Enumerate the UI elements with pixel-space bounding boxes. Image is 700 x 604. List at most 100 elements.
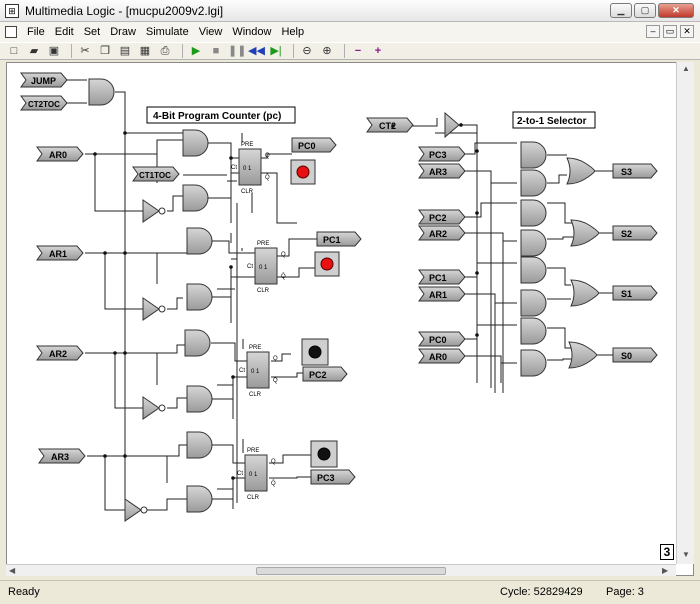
inverters[interactable] [124, 111, 460, 522]
pin-out-s2[interactable]: S2 [612, 225, 658, 241]
open-folder-icon[interactable]: ▰ [29, 44, 39, 57]
zoom-in-icon[interactable]: ⊕ [322, 44, 332, 57]
and-gate[interactable] [186, 485, 213, 513]
pin-ct1toc[interactable]: CT1TOC [132, 166, 180, 182]
buffer[interactable] [444, 111, 460, 139]
led-pc2[interactable] [301, 338, 329, 366]
menu-window[interactable]: Window [232, 26, 272, 38]
pin-ar2[interactable]: AR2 [36, 345, 84, 361]
pin-ct2toc[interactable]: CT2TOC [20, 95, 68, 111]
and-gate[interactable] [520, 256, 547, 284]
led-pc3[interactable] [310, 440, 338, 468]
copy-icon[interactable]: ❐ [100, 44, 110, 57]
scroll-up-icon[interactable]: ▲ [682, 64, 690, 73]
pin-pc2[interactable]: PC2 [418, 209, 466, 225]
menu-set[interactable]: Set [83, 26, 101, 38]
pin-out-s0[interactable]: S0 [612, 347, 658, 363]
or-gate[interactable] [570, 219, 600, 247]
and-gate[interactable] [88, 78, 115, 106]
rewind-icon[interactable]: ◀◀ [248, 44, 265, 57]
vertical-scrollbar[interactable]: ▲ ▼ [676, 62, 694, 564]
pin-jump[interactable]: JUMP [20, 72, 68, 88]
inverter[interactable] [142, 297, 166, 321]
pin-pc1[interactable]: PC1 [418, 269, 466, 285]
pin-ar3[interactable]: AR3 [38, 448, 86, 464]
horizontal-scrollbar[interactable]: ◀ ▶ [6, 564, 676, 576]
led-pc0[interactable] [290, 159, 316, 185]
zoom-out-icon[interactable]: ⊖ [302, 44, 312, 57]
pin-pc0[interactable]: PC0 [418, 331, 466, 347]
flip-flop[interactable]: PRE CLR Ct 0 1 Q Q̄ [231, 142, 270, 195]
pin-ar0-sel[interactable]: AR0 [418, 348, 466, 364]
and-gate[interactable] [182, 184, 209, 212]
and-gate[interactable] [186, 283, 213, 311]
or-gate[interactable] [570, 279, 600, 307]
pin-ar1[interactable]: AR1 [36, 245, 84, 261]
pin-ar1-sel[interactable]: AR1 [418, 286, 466, 302]
cut-icon[interactable]: ✂ [80, 44, 90, 57]
print-icon[interactable]: ⎙ [160, 44, 170, 57]
pin-out-pc2[interactable]: PC2 [302, 366, 348, 382]
save-icon[interactable]: ▣ [48, 44, 60, 57]
and-gate[interactable] [520, 199, 547, 227]
and-gate[interactable] [520, 141, 547, 169]
doc-restore-button[interactable]: ▭ [663, 25, 677, 38]
minus-icon[interactable]: − [354, 44, 362, 57]
pin-ar0[interactable]: AR0 [36, 146, 84, 162]
and-gate[interactable] [520, 289, 547, 317]
pin-out-s3[interactable]: S3 [612, 163, 658, 179]
and-gate[interactable] [182, 129, 209, 157]
inverter[interactable] [142, 199, 166, 223]
doc-minimize-button[interactable]: – [646, 25, 660, 38]
select-icon[interactable]: ▦ [139, 44, 151, 57]
step-icon[interactable]: ▶| [270, 44, 282, 57]
pin-out-s1[interactable]: S1 [612, 285, 658, 301]
and-gate[interactable] [520, 349, 547, 377]
stop-icon[interactable]: ■ [212, 44, 220, 57]
or-gates[interactable] [566, 157, 600, 369]
and-gate[interactable] [520, 317, 547, 345]
menu-edit[interactable]: Edit [54, 26, 74, 38]
menu-help[interactable]: Help [281, 26, 305, 38]
pin-ar3-sel[interactable]: AR3 [418, 163, 466, 179]
flip-flop[interactable]: PRE CLR Ct 0 1 Q Q̄ [247, 241, 286, 294]
or-gate[interactable] [566, 157, 596, 185]
flip-flop[interactable]: PRE CLR Ct 0 1 Q Q̄ [237, 448, 276, 501]
menu-file[interactable]: File [27, 26, 45, 38]
pin-ar2-sel[interactable]: AR2 [418, 225, 466, 241]
inverter[interactable] [124, 498, 148, 522]
inverter[interactable] [142, 396, 166, 420]
circuit-canvas[interactable]: JUMP CT2TOC AR0 CT1TOC AR1 AR2 AR3 CT2 P… [6, 62, 694, 576]
minimize-button[interactable]: ▁ [610, 3, 632, 18]
plus-icon[interactable]: + [374, 44, 382, 57]
input-pins[interactable]: JUMP CT2TOC AR0 CT1TOC AR1 AR2 AR3 CT2 P… [20, 72, 466, 464]
menu-simulate[interactable]: Simulate [145, 26, 189, 38]
maximize-button[interactable]: ▢ [634, 3, 656, 18]
led-pc1[interactable] [314, 251, 340, 277]
pin-ct2[interactable]: CT2 [366, 117, 414, 133]
and-gate[interactable] [520, 169, 547, 197]
close-button[interactable]: ✕ [658, 3, 694, 18]
flip-flops[interactable]: PRE CLR Ct 0 1 Q Q̄ PRE CLR Ct 0 1 Q Q̄ … [231, 142, 286, 501]
and-gate[interactable] [520, 229, 547, 257]
pin-out-pc0[interactable]: PC0 [291, 137, 337, 153]
run-icon[interactable]: ▶ [191, 44, 201, 57]
new-file-icon[interactable]: □ [10, 44, 18, 57]
horizontal-scroll-thumb[interactable] [256, 567, 446, 575]
and-gate[interactable] [184, 329, 211, 357]
pin-pc3[interactable]: PC3 [418, 146, 466, 162]
flip-flop[interactable]: PRE CLR Ct 0 1 Q Q̄ [239, 345, 278, 398]
scroll-left-icon[interactable]: ◀ [9, 566, 16, 575]
circuit-diagram[interactable]: JUMP CT2TOC AR0 CT1TOC AR1 AR2 AR3 CT2 P… [7, 63, 677, 565]
scroll-right-icon[interactable]: ▶ [662, 566, 669, 575]
scroll-down-icon[interactable]: ▼ [682, 550, 690, 559]
and-gate[interactable] [186, 431, 213, 459]
or-gate[interactable] [568, 341, 598, 369]
pin-out-pc3[interactable]: PC3 [310, 469, 356, 485]
and-gate[interactable] [186, 227, 213, 255]
and-gate[interactable] [186, 385, 213, 413]
doc-close-button[interactable]: ✕ [680, 25, 694, 38]
pause-icon[interactable]: ❚❚ [228, 44, 247, 57]
pin-out-pc1[interactable]: PC1 [316, 231, 362, 247]
output-pins[interactable]: PC0 PC1 PC2 PC3 S3 S2 S1 S0 [291, 137, 658, 485]
